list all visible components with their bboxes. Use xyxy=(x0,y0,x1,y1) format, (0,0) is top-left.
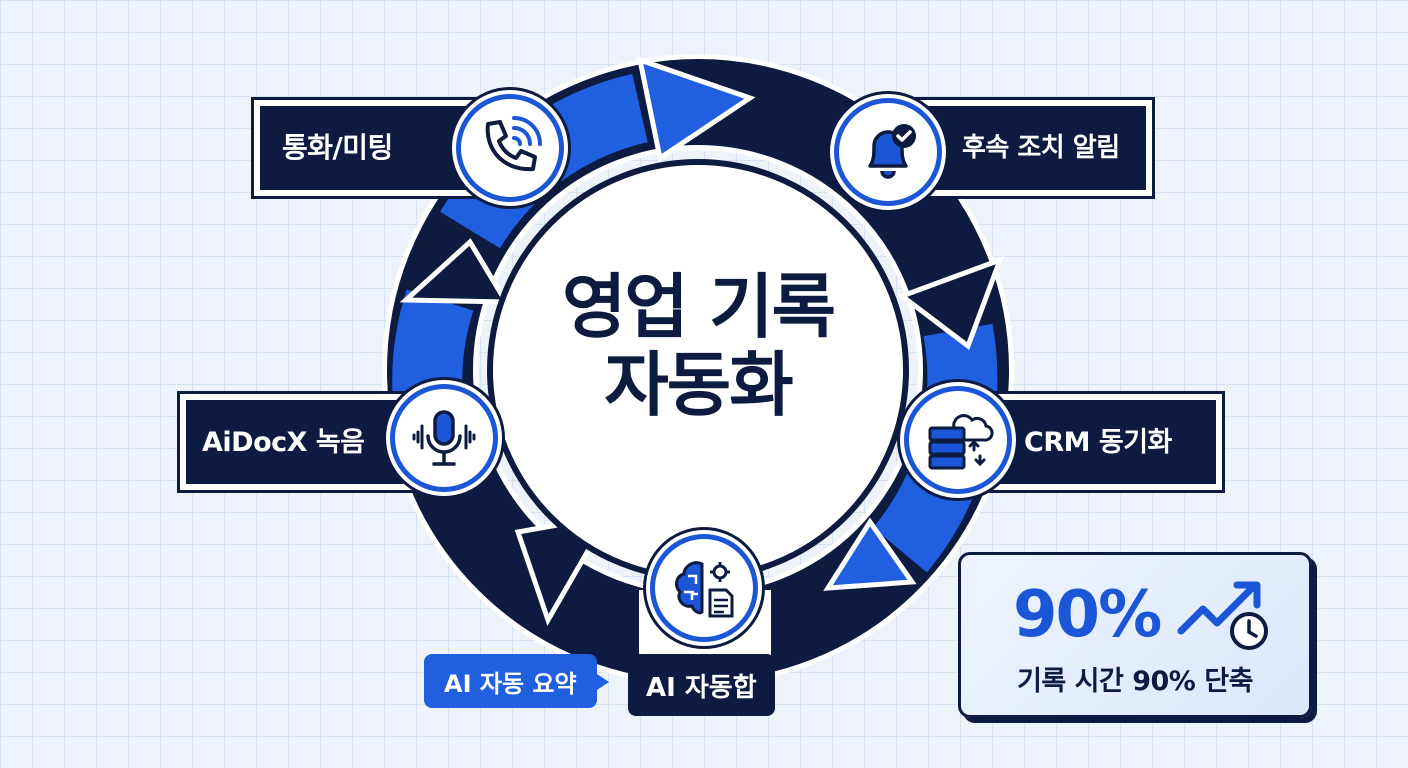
bell-check-icon xyxy=(834,98,942,206)
phone-icon xyxy=(456,94,564,202)
step-label-ai-auto: AI 자동합 xyxy=(646,672,757,703)
arrow-head-left xyxy=(399,238,511,305)
step-label-aidocx-recording: AiDocX 녹음 xyxy=(202,426,365,458)
arrow-head-bottom-right xyxy=(823,517,917,591)
step-crm-sync: CRM 동기화 xyxy=(955,391,1225,493)
stat-card: 90% 기록 시간 90% 단축 xyxy=(958,552,1312,718)
step-label-crm-sync: CRM 동기화 xyxy=(1024,426,1172,458)
microphone-icon xyxy=(390,384,498,492)
ai-summary-tag: AI 자동 요약 xyxy=(424,654,609,708)
step-label-call-meeting: 통화/미팅 xyxy=(282,131,393,164)
brain-document-icon xyxy=(650,534,758,642)
step-label-followup-alert: 후속 조치 알림 xyxy=(962,133,1120,163)
center-title: 영업 기록 자동화 xyxy=(478,268,918,424)
trend-clock-icon xyxy=(1177,581,1268,650)
arrow-head-right xyxy=(896,255,1005,351)
center-title-line1: 영업 기록 xyxy=(562,266,836,348)
stat-value: 90% xyxy=(1013,578,1162,652)
center-title-line2: 자동화 xyxy=(604,344,793,426)
ai-summary-tag-label: AI 자동 요약 xyxy=(444,669,577,698)
step-aidocx-recording: AiDocX 녹음 xyxy=(177,391,433,493)
step-ai-auto: AI 자동합 xyxy=(628,654,775,716)
arrow-head-top xyxy=(636,56,756,163)
server-cloud-sync-icon xyxy=(904,386,1012,494)
stat-caption: 기록 시간 90% 단축 xyxy=(1017,666,1253,697)
